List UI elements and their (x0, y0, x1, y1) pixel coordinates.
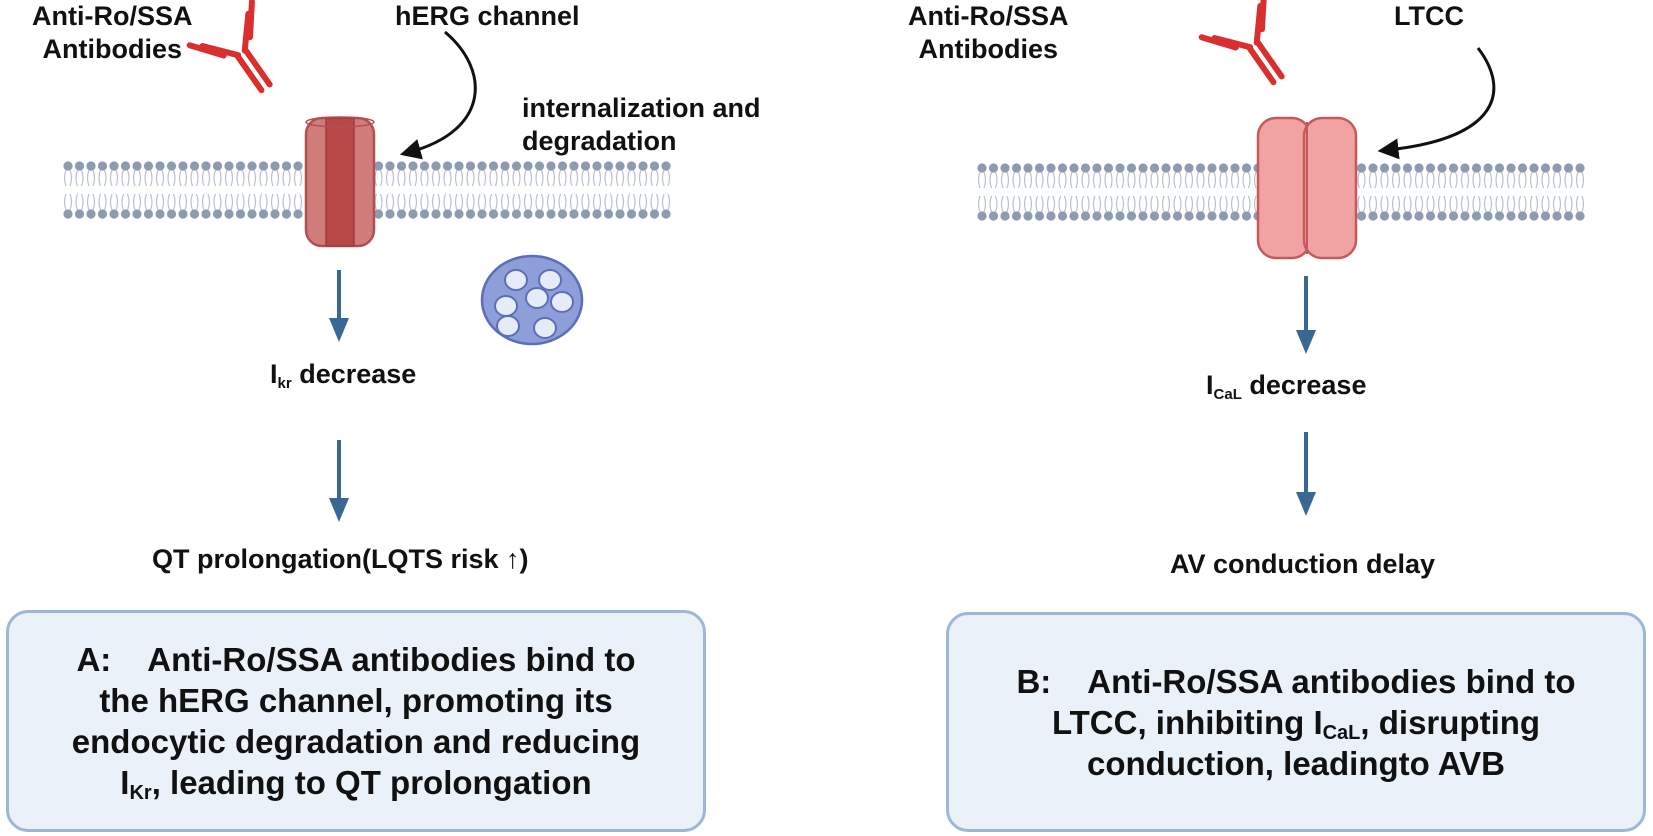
outcome-label: AV conduction delay (1170, 549, 1436, 579)
flow-arrow (1296, 276, 1316, 354)
flow-arrow (1296, 432, 1316, 516)
binding-arrow (1377, 47, 1496, 160)
panel-b-artwork (977, 0, 1585, 516)
ltcc-channel (1256, 116, 1358, 260)
channel-label: hERG channel (395, 1, 580, 31)
antibody-icon (1198, 0, 1285, 86)
antibody-label: Anti-Ro/SSA Antibodies (908, 1, 1069, 64)
internalization-label: internalization and degradation (522, 93, 761, 156)
current-decrease-label: ICaL decrease (1206, 370, 1367, 403)
herg-channel (304, 116, 376, 248)
current-decrease-label: Ikr decrease (270, 359, 417, 392)
summary-box: A:Anti-Ro/SSA antibodies bind to the hER… (6, 610, 706, 832)
flow-arrow (329, 440, 349, 522)
summary-box: B:Anti-Ro/SSA antibodies bind to LTCC, i… (946, 612, 1646, 832)
channel-label: LTCC (1394, 1, 1464, 31)
antibody-label: Anti-Ro/SSA Antibodies (32, 1, 193, 64)
antibody-icon (186, 0, 273, 94)
panel-a: Anti-Ro/SSA Antibodies hERG channel inte… (0, 0, 790, 836)
flow-arrow (329, 270, 349, 342)
endosome-icon (480, 254, 584, 346)
outcome-label: QT prolongation(LQTS risk ↑) (152, 544, 529, 574)
binding-arrow (399, 30, 477, 160)
panel-b: Anti-Ro/SSA Antibodies LTCC ICaL decreas… (908, 0, 1653, 836)
panel-a-artwork (63, 0, 671, 522)
